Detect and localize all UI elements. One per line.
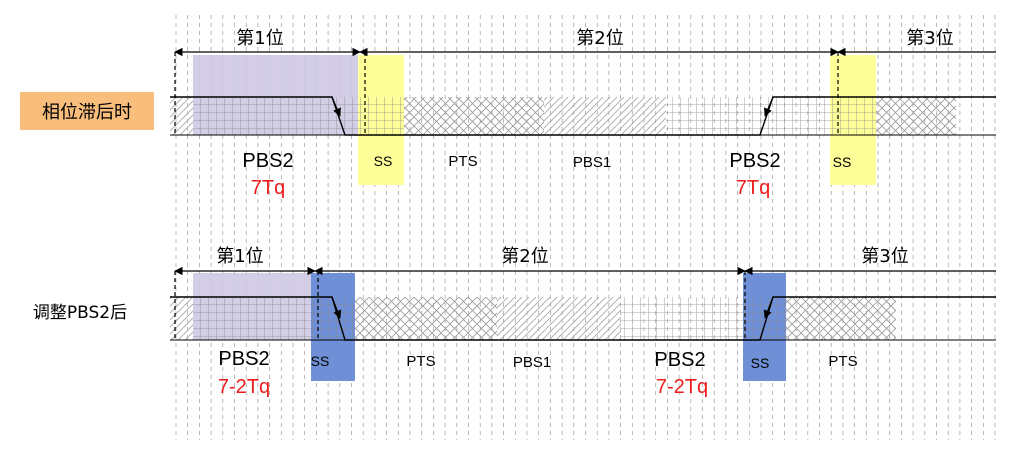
row2-label: 调整PBS2后 — [33, 303, 127, 323]
row2-ptsa-label: PTS — [406, 353, 435, 370]
row2-bit1-label: 第1位 — [216, 246, 263, 267]
row2-pbs1-label: PBS1 — [513, 354, 551, 371]
row1-bit3-label: 第3位 — [906, 28, 953, 49]
row2-ptsb-label: PTS — [828, 353, 857, 370]
row1-label: 相位滞后时 — [42, 102, 132, 123]
row2-bit2-label: 第2位 — [501, 246, 548, 267]
row2-ssa-label: SS — [311, 353, 330, 369]
row1-pbs2b-value: 7Tq — [736, 177, 770, 199]
row2-pbs2a-value: 7-2Tq — [218, 376, 270, 398]
row1-label-box — [20, 92, 154, 130]
row1-bit2-label: 第2位 — [576, 28, 623, 49]
row1-pbs2a-value: 7Tq — [251, 177, 285, 199]
row1-pbs2b-label: PBS2 — [729, 150, 780, 172]
row1-bit1-label: 第1位 — [236, 28, 283, 49]
row2-pbs2b-label: PBS2 — [654, 349, 705, 371]
row2-ssb-label: SS — [751, 355, 770, 371]
row2-bit3-label: 第3位 — [861, 246, 908, 267]
row1-pbs2a-label: PBS2 — [242, 150, 293, 172]
row2-pbs2a-label: PBS2 — [218, 348, 269, 370]
row1-ssb-label: SS — [833, 154, 852, 170]
row2-pbs2b-value: 7-2Tq — [656, 376, 708, 398]
row1-pbs1-label: PBS1 — [573, 154, 611, 171]
row1-pts-label: PTS — [448, 153, 477, 170]
row1-ssa-label: SS — [374, 153, 393, 169]
row1-waveform — [170, 47, 996, 185]
row2-waveform — [170, 266, 996, 381]
